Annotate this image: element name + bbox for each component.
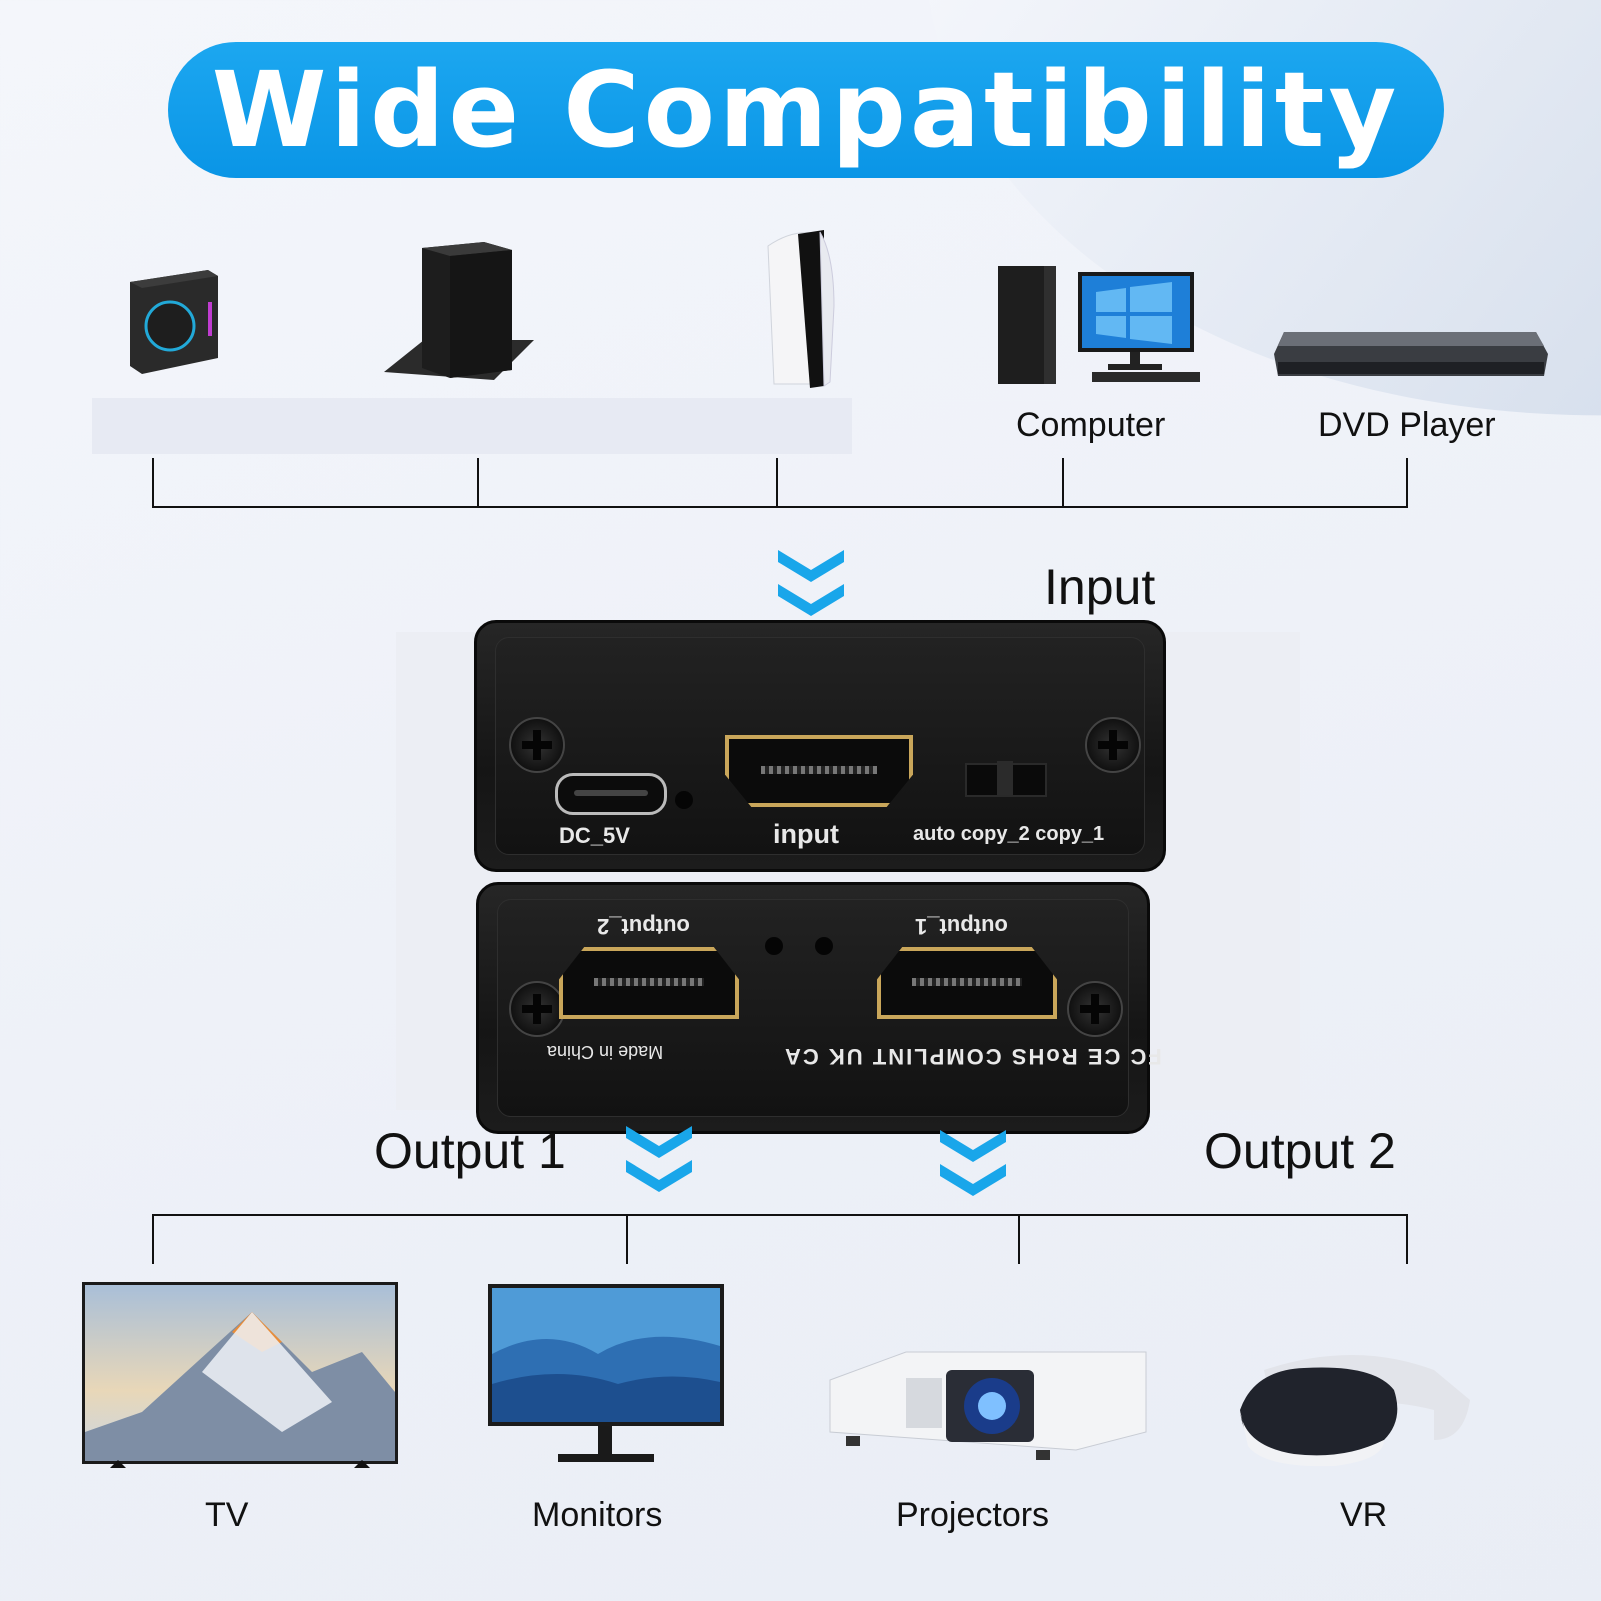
made-in-label: Made in China: [547, 1042, 664, 1062]
output-2-port-label: output_2: [597, 914, 690, 939]
connector-line: [1406, 1214, 1408, 1264]
mode-switch: [965, 761, 1047, 797]
connector-line: [1018, 1214, 1020, 1264]
game-console-icon: [384, 242, 534, 380]
dvd-player-icon: [1274, 332, 1548, 376]
hdmi-output-2-port: [559, 947, 739, 1019]
dc-port-label: DC_5V: [559, 823, 630, 848]
display-label-monitors: Monitors: [532, 1496, 663, 1534]
usb-c-port: [555, 773, 667, 815]
page-title: Wide Compatibility: [211, 49, 1401, 171]
indicator-led: [675, 791, 693, 809]
certification-marks: FC CE RoHS COMPLINT UK CA: [783, 1044, 1162, 1069]
connector-line: [152, 506, 1408, 508]
source-label-dvd-player: DVD Player: [1318, 406, 1496, 444]
vr-headset-icon: [1240, 1355, 1470, 1467]
computer-icon: [998, 266, 1200, 384]
indicator-led: [765, 937, 783, 955]
connector-line: [1406, 458, 1408, 508]
connector-line: [626, 1214, 628, 1264]
hdmi-output-1-port: [877, 947, 1057, 1019]
faded-label-band: [92, 398, 852, 454]
input-port-label: input: [773, 819, 839, 849]
display-label-projectors: Projectors: [896, 1496, 1050, 1534]
screw-icon: [1085, 717, 1141, 773]
screw-icon: [1067, 981, 1123, 1037]
connector-line: [776, 458, 778, 508]
connector-line: [1062, 458, 1064, 508]
chevron-down-icon: [940, 1130, 1006, 1196]
display-label-tv: TV: [205, 1496, 249, 1534]
screw-icon: [509, 981, 565, 1037]
output-1-flow-label: Output 1: [374, 1123, 566, 1179]
output-1-port-label: output_1: [915, 914, 1008, 939]
title-banner: Wide Compatibility: [168, 42, 1444, 178]
tv-icon: [82, 1282, 398, 1468]
chevron-down-icon: [626, 1126, 692, 1192]
splitter-output-panel: output_2 output_1 Made in China FC CE Ro…: [476, 882, 1162, 1134]
connector-line: [152, 1214, 1408, 1216]
switch-mode-label: auto copy_2 copy_1: [913, 823, 1105, 845]
input-flow-label: Input: [1044, 559, 1156, 615]
screw-icon: [509, 717, 565, 773]
projector-icon: [829, 1351, 1147, 1460]
connector-line: [152, 1214, 154, 1264]
display-label-vr: VR: [1340, 1496, 1388, 1534]
indicator-led: [815, 937, 833, 955]
chevron-down-icon: [778, 550, 844, 616]
splitter-input-panel: DC_5V input auto copy_2 copy_1: [474, 620, 1166, 872]
monitor-icon: [488, 1284, 724, 1462]
source-label-computer: Computer: [1016, 406, 1166, 444]
connector-line: [152, 458, 154, 508]
output-2-flow-label: Output 2: [1204, 1123, 1396, 1179]
mini-pc-icon: [130, 270, 218, 374]
connector-line: [477, 458, 479, 508]
ps5-console-icon: [767, 230, 835, 388]
hdmi-input-port: [725, 735, 913, 807]
